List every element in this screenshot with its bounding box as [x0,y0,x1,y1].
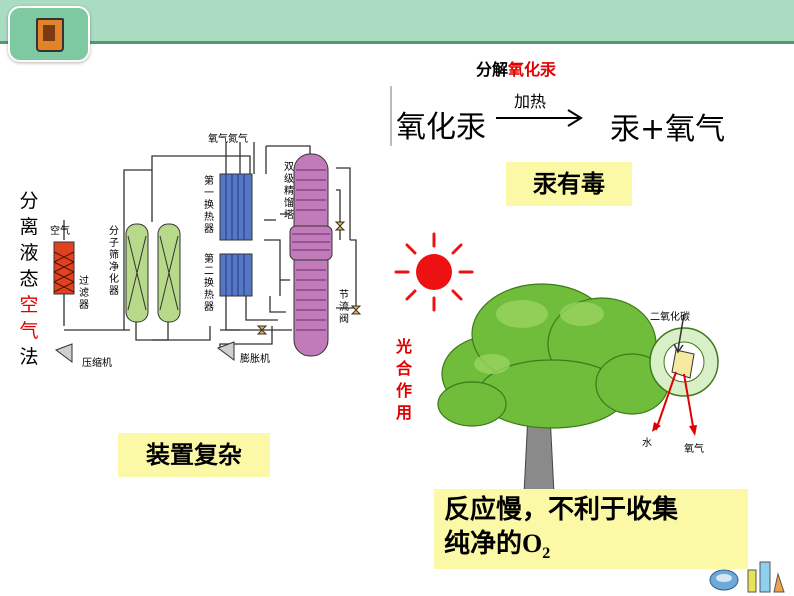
slow-reaction-note: 反应慢，不利于收集 纯净的O2 [434,489,748,569]
label-sieve: 分子筛净化器 [109,226,119,297]
equation-divider [390,86,392,146]
beaker-logo-icon [8,6,90,62]
method-char: 离 [19,216,39,238]
label-air: 空气 [50,226,70,237]
equation-products: 汞+氧气 [610,112,726,147]
label-throttle: 节流阀 [339,290,349,325]
complex-note: 装置复杂 [118,433,270,477]
label-compressor: 压缩机 [82,358,112,369]
label-filter: 过滤器 [79,276,89,311]
lab-glassware-icon [709,561,785,593]
label-expander: 膨胀机 [240,354,270,365]
photosynthesis-label: 光合作用 [396,337,413,422]
reaction-equation: 氧化汞 加热 汞+氧气 [390,84,750,148]
slow-note-line2: 纯净的O2 [444,527,738,571]
slow-note-line1: 反应慢，不利于收集 [444,495,679,525]
label-oxygen-nitrogen: 氧气氮气 [208,134,248,145]
label-co2: 二氧化碳 [650,312,690,323]
header-divider [0,41,794,44]
air-separation-diagram [53,142,362,363]
oxygen-subscript: 2 [542,545,551,563]
reaction-arrow-icon [496,109,583,127]
label-water: 水 [642,438,652,449]
method-char: 液 [19,242,39,264]
oxygen-formula: O [522,529,543,558]
header-bar [0,0,794,44]
method-char: 分 [19,190,39,212]
equation-condition: 加热 [514,92,547,111]
method-char: 态 [19,268,39,290]
slide-title: 分解氧化汞 [476,56,556,80]
label-exchanger-2: 第二换热器 [204,254,214,313]
tree-illustration [437,283,719,494]
method-char: 空 [19,294,39,316]
method-vertical-title: 分 离 液 态 空 气 法 [14,188,44,370]
toxic-note: 汞有毒 [506,162,632,206]
method-char: 气 [19,320,39,342]
sun-icon [394,232,474,312]
label-exchanger-1: 第一换热器 [204,176,214,235]
equation-reactant: 氧化汞 [396,110,486,145]
title-highlight: 氧化汞 [508,60,557,79]
slow-note-text: 纯净的 [444,529,523,559]
label-oxygen: 氧气 [684,444,704,455]
method-char: 法 [19,346,39,368]
title-prefix: 分解 [476,60,509,79]
label-column: 双级精馏塔 [284,162,294,221]
